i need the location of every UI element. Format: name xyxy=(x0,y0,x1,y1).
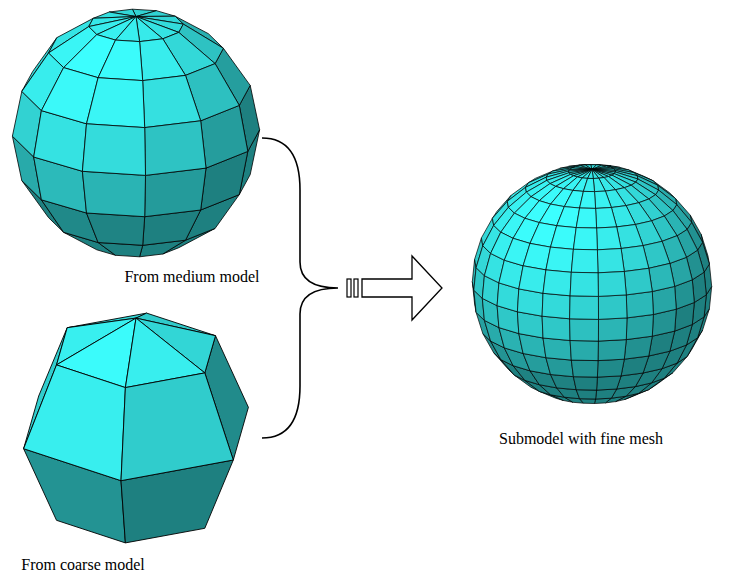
mesh-element xyxy=(136,11,175,17)
mesh-element xyxy=(145,168,206,217)
mesh-element xyxy=(597,359,624,377)
mesh-element xyxy=(621,246,649,272)
mesh-element xyxy=(570,296,599,320)
mesh-element xyxy=(595,191,612,208)
mesh-element xyxy=(580,399,596,404)
mesh-element xyxy=(596,389,617,399)
mesh-element xyxy=(24,365,126,481)
mesh-element xyxy=(570,341,598,361)
mesh-element xyxy=(576,208,596,228)
mesh-element xyxy=(593,178,605,191)
mesh-element xyxy=(136,17,163,42)
mesh-element xyxy=(546,247,574,272)
mesh-element xyxy=(543,338,571,360)
mesh-element xyxy=(576,390,596,399)
mesh-element xyxy=(145,121,206,176)
mesh-element xyxy=(597,227,622,250)
mesh-element xyxy=(573,377,597,390)
mesh-element xyxy=(87,78,145,128)
caption-label: From medium model xyxy=(124,268,259,286)
mesh-element xyxy=(583,178,594,191)
mesh-element xyxy=(596,208,617,229)
mesh-element xyxy=(140,39,186,81)
mesh-element xyxy=(573,228,597,250)
mesh-element xyxy=(557,207,580,228)
mesh-element xyxy=(517,289,543,316)
mesh-element xyxy=(116,17,140,42)
mesh-element xyxy=(519,266,546,294)
caption-label: Submodel with fine mesh xyxy=(499,430,663,448)
mesh-element xyxy=(542,316,570,340)
mesh-element xyxy=(121,373,233,481)
arrow-tail-bar xyxy=(347,279,351,297)
mesh-element xyxy=(571,360,598,377)
mesh-element xyxy=(542,293,570,319)
mesh-spheres xyxy=(12,9,711,543)
mesh-element xyxy=(598,318,627,341)
process-arrow xyxy=(362,256,442,320)
mesh-element xyxy=(571,249,598,272)
mesh-element xyxy=(580,191,596,208)
mesh-element xyxy=(546,358,574,377)
mesh-element xyxy=(82,124,145,176)
mesh-element xyxy=(626,315,653,340)
mesh-element xyxy=(543,270,571,296)
mesh-element xyxy=(626,292,653,318)
mesh-element xyxy=(592,169,604,178)
mesh-element xyxy=(592,169,609,177)
mesh-element xyxy=(143,75,201,127)
mesh-element xyxy=(597,376,622,390)
mesh-element xyxy=(598,272,626,297)
bracket xyxy=(262,138,338,438)
mesh-element xyxy=(598,340,626,361)
mesh-element xyxy=(551,226,577,250)
mesh-element xyxy=(87,213,145,245)
mesh-element xyxy=(98,40,143,81)
mesh-element xyxy=(597,249,624,273)
arrow-tail-bar xyxy=(354,279,358,297)
mesh-element xyxy=(598,295,627,320)
mesh-element xyxy=(82,171,145,216)
mesh-element xyxy=(624,268,652,295)
caption-label: From coarse model xyxy=(21,556,145,574)
mesh-element xyxy=(588,169,594,178)
mesh-element xyxy=(649,263,675,291)
mesh-element xyxy=(570,272,598,296)
mesh-element xyxy=(570,319,599,341)
